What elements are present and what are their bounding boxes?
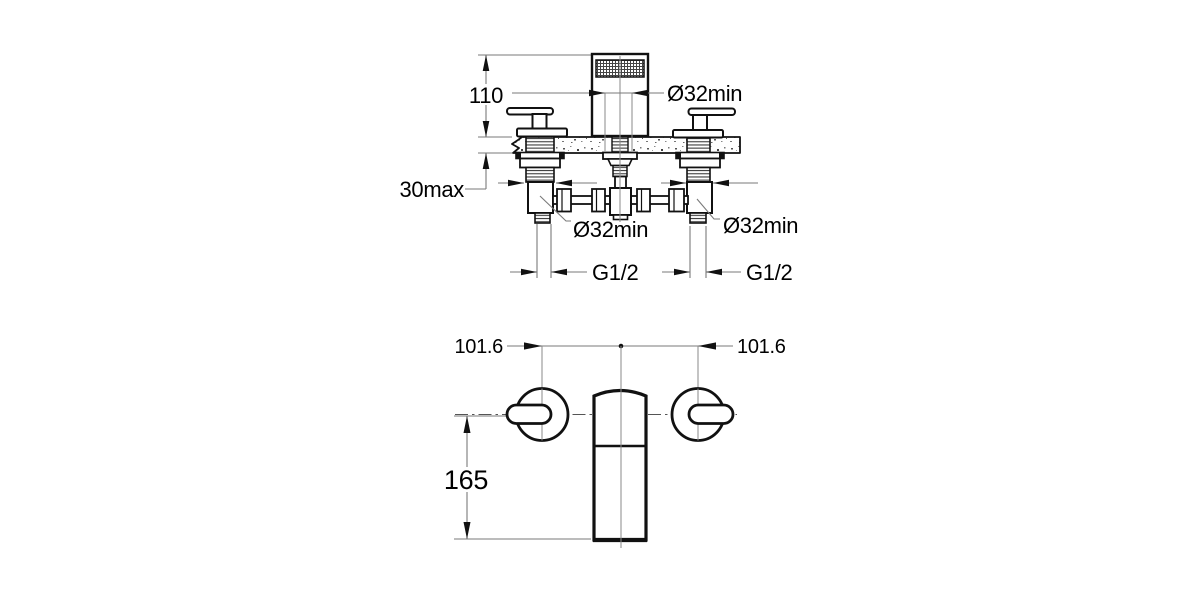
dim-left-offset-label: 101.6 <box>454 336 503 358</box>
spout-plan <box>592 388 648 548</box>
right-locknut <box>679 157 721 169</box>
plan-dimension-labels: 101.6 101.6 165 <box>444 336 786 495</box>
deck <box>511 136 741 154</box>
plan-arrowheads <box>463 342 716 539</box>
dim-left-hole-label: Ø32min <box>573 217 648 242</box>
right-valve-body <box>686 181 713 214</box>
right-handle-plan <box>670 387 735 442</box>
dim-left-thread-label: G1/2 <box>592 260 639 285</box>
dim-deck-thickness-label: 30max <box>399 177 464 202</box>
right-escutcheon <box>672 129 724 139</box>
dim-right-offset-label: 101.6 <box>737 336 786 358</box>
front-arrowheads <box>482 55 729 276</box>
dim-right-thread-label: G1/2 <box>746 260 793 285</box>
left-locknut <box>519 157 561 169</box>
front-overlay-lines <box>512 56 720 222</box>
left-lever-plan <box>505 403 553 425</box>
dim-right-hole-label: Ø32min <box>723 213 798 238</box>
left-inlet-tail <box>534 212 551 224</box>
dim-spout-hole-label: Ø32min <box>667 81 742 106</box>
front-dimension-labels: 110 Ø32min 30max Ø32min Ø32min G1/2 G1/2 <box>399 81 798 285</box>
front-view: 110 Ø32min 30max Ø32min Ø32min G1/2 G1/2 <box>399 52 799 285</box>
right-handle-lever <box>687 107 736 116</box>
dim-spout-projection-label: 165 <box>444 465 488 495</box>
right-inlet-tail <box>689 212 707 224</box>
left-handle-plan <box>505 387 570 442</box>
right-valve <box>672 107 736 224</box>
plan-view: 101.6 101.6 165 <box>444 336 786 548</box>
right-lever-plan <box>687 403 735 425</box>
left-valve <box>506 107 568 224</box>
left-escutcheon <box>516 127 568 138</box>
left-valve-body <box>527 181 554 214</box>
dim-spout-height-label: 110 <box>469 83 503 108</box>
left-handle-lever <box>506 107 554 116</box>
